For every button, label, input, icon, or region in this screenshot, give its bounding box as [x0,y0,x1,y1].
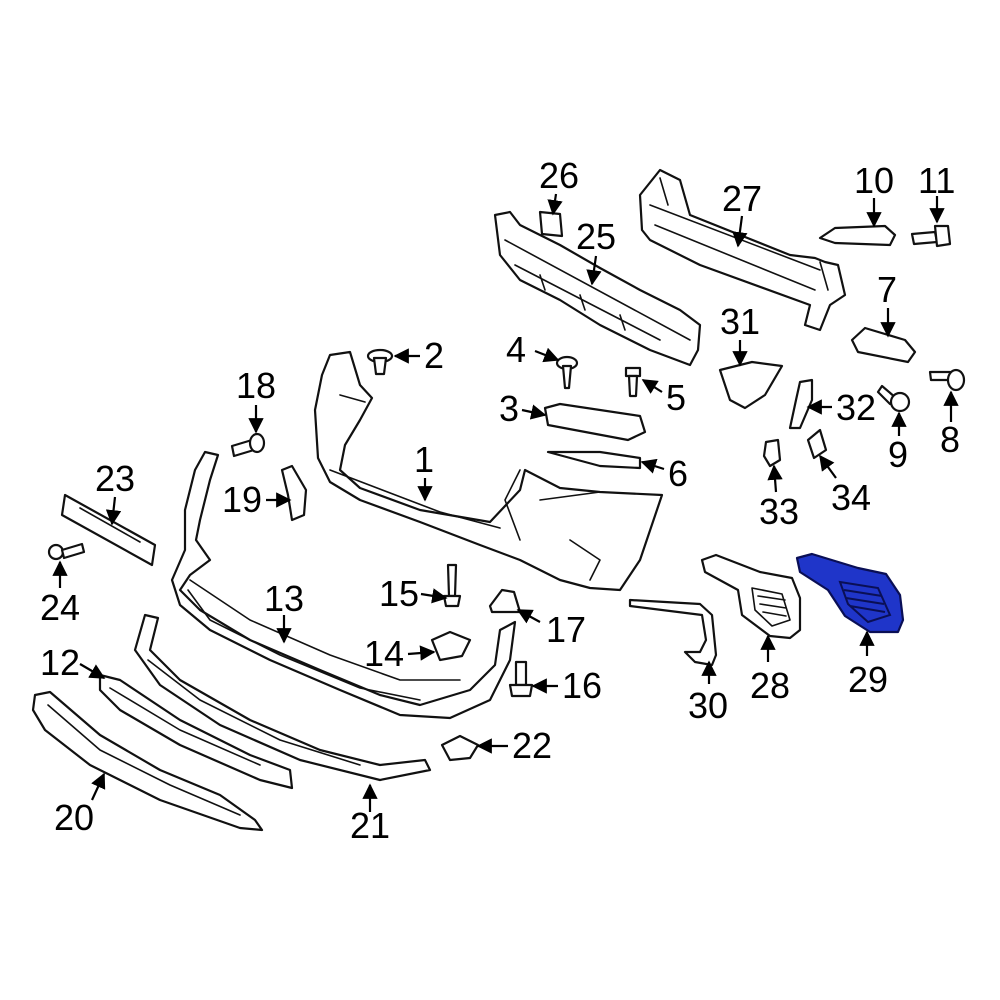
callout-10[interactable]: 10 [854,160,894,201]
part-30-trim-strip[interactable] [628,598,718,667]
part-2-retainer[interactable] [366,348,394,376]
callout-26[interactable]: 26 [539,155,579,196]
leader-20 [91,772,106,801]
leader-14 [407,645,436,661]
part-24-screw[interactable] [47,542,86,561]
callout-6[interactable]: 6 [668,453,688,494]
callout-15[interactable]: 15 [379,573,419,614]
callout-5[interactable]: 5 [666,377,686,418]
part-33-clip[interactable] [762,438,782,468]
leader-33 [767,464,783,493]
part-15-push-pin[interactable] [442,563,462,608]
part-1-bumper-cover[interactable] [313,350,664,592]
callout-18[interactable]: 18 [236,365,276,406]
leader-17 [516,609,541,624]
callout-8[interactable]: 8 [940,419,960,460]
callout-4[interactable]: 4 [506,329,526,370]
callout-30[interactable]: 30 [688,685,728,726]
callout-21[interactable]: 21 [350,805,390,846]
callout-33[interactable]: 33 [759,491,799,532]
part-6-strip[interactable] [546,450,642,470]
part-31-bracket[interactable] [718,360,784,410]
part-28-fog-bezel[interactable] [700,553,802,640]
leader-6 [640,458,665,474]
part-10-bracket[interactable] [818,224,897,247]
callout-14[interactable]: 14 [364,633,404,674]
part-11-bolt[interactable] [910,224,952,248]
part-29-fog-cover-highlighted[interactable] [795,552,905,634]
leader-4 [534,347,560,363]
part-17-clip[interactable] [488,588,522,614]
part-22-nut[interactable] [440,734,480,762]
leader-25 [586,255,602,286]
callout-28[interactable]: 28 [750,665,790,706]
part-16-bolt[interactable] [508,660,534,698]
leader-lines [52,193,959,812]
callout-31[interactable]: 31 [720,301,760,342]
part-21-lower-molding[interactable] [133,613,432,782]
part-19-bracket[interactable] [280,464,308,522]
leader-23 [105,496,122,526]
callout-17[interactable]: 17 [546,609,586,650]
callout-3[interactable]: 3 [499,388,519,429]
leader-5 [641,379,663,394]
callout-11[interactable]: 11 [918,160,955,201]
callout-23[interactable]: 23 [95,458,135,499]
callout-25[interactable]: 25 [576,216,616,257]
part-32-bracket[interactable] [788,378,814,430]
part-12-molding[interactable] [98,673,294,790]
part-26-label[interactable] [538,210,564,238]
part-3-bracket[interactable] [543,402,647,442]
leader-15 [420,588,448,604]
part-20-lower-grille[interactable] [31,690,264,832]
callout-20[interactable]: 20 [54,797,94,838]
callout-29[interactable]: 29 [848,659,888,700]
part-14-bracket[interactable] [430,630,472,662]
callout-13[interactable]: 13 [264,578,304,619]
leader-3 [521,404,547,420]
part-8-push-pin[interactable] [928,368,966,392]
callout-22[interactable]: 22 [512,725,552,766]
leader-27 [732,215,748,248]
part-34-clip[interactable] [806,428,828,460]
callout-32[interactable]: 32 [836,387,876,428]
callout-2[interactable]: 2 [424,335,444,376]
callout-12[interactable]: 12 [40,642,80,683]
part-7-bracket[interactable] [850,326,917,364]
part-4-screw[interactable] [555,355,579,390]
leader-12 [79,663,106,679]
callout-16[interactable]: 16 [562,665,602,706]
part-18-bolt[interactable] [230,432,266,458]
callout-34[interactable]: 34 [831,477,871,518]
leader-26 [547,193,563,216]
part-13-lower-cover[interactable] [170,450,517,720]
callout-27[interactable]: 27 [722,178,762,219]
callout-24[interactable]: 24 [40,587,80,628]
part-9-bolt[interactable] [876,384,911,413]
callout-9[interactable]: 9 [888,434,908,475]
callout-labels: 1 2 3 4 5 6 7 8 9 10 11 12 13 14 15 16 1… [40,155,960,846]
leader-34 [819,454,837,479]
callout-19[interactable]: 19 [222,479,262,520]
callout-1[interactable]: 1 [414,439,434,480]
part-5-bolt[interactable] [624,366,642,398]
callout-7[interactable]: 7 [877,269,897,310]
part-25-energy-absorber[interactable] [493,210,702,367]
